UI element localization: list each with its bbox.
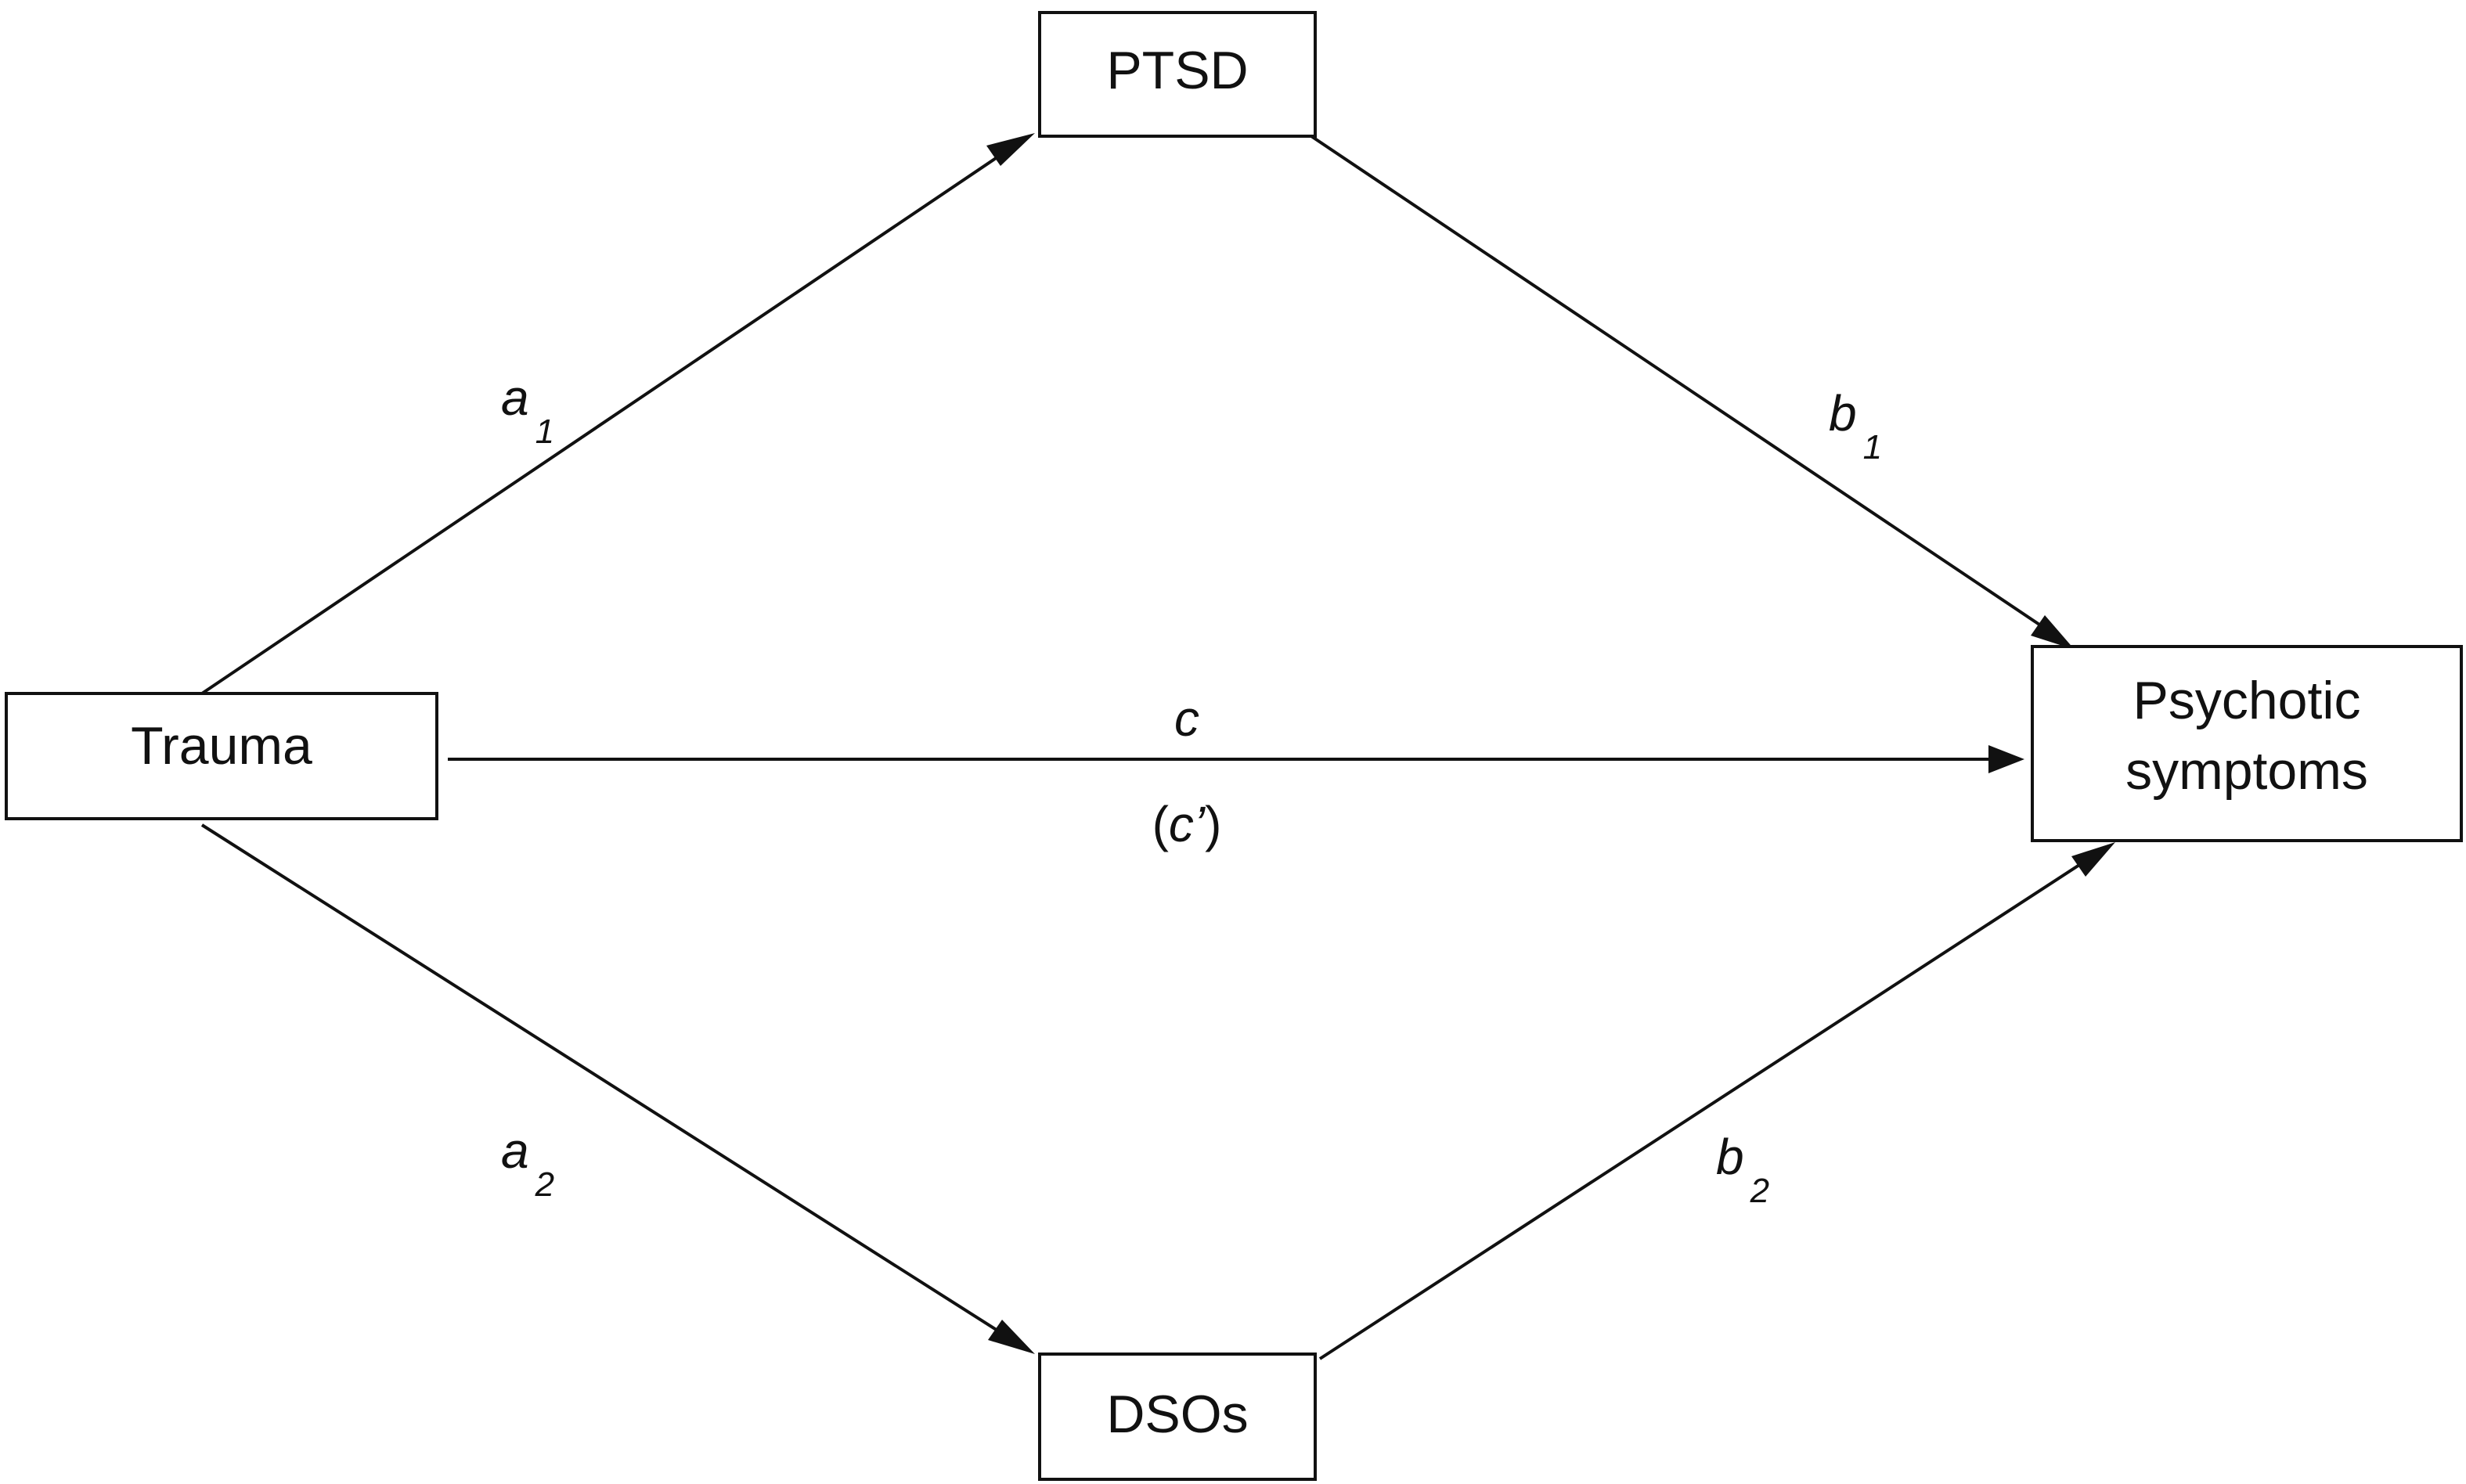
- edge-label-c: c: [1174, 690, 1199, 747]
- edge-trauma-to-dsos: [200, 823, 1035, 1354]
- node-ptsd-label: PTSD: [1106, 41, 1248, 100]
- edge-label-a1-subscript: 1: [535, 412, 554, 451]
- node-trauma-label: Trauma: [131, 716, 312, 776]
- edge-label-b2-subscript: 2: [1750, 1172, 1769, 1210]
- edge-label-a1-letter: a: [501, 369, 529, 426]
- node-psychotic-line2: symptoms: [2125, 741, 2368, 801]
- edge-ptsd-to-psychotic: [1307, 133, 2075, 650]
- edge-label-a2-subscript: 2: [535, 1165, 554, 1204]
- node-trauma: Trauma: [5, 692, 438, 820]
- edge-label-c-prime-close: ): [1205, 796, 1221, 852]
- edge-trauma-to-psychotic: [448, 745, 2024, 773]
- edge-label-a1: a1: [501, 369, 554, 451]
- edge-label-c-prime-inner: c’: [1169, 796, 1206, 852]
- edge-dsos-to-psychotic: [1318, 842, 2115, 1360]
- edge-label-b1-letter: b: [1829, 385, 1857, 441]
- node-ptsd: PTSD: [1038, 11, 1317, 138]
- edge-label-c-prime-open: (: [1152, 796, 1169, 852]
- edge-label-a2: a2: [501, 1122, 554, 1204]
- edge-label-a2-letter: a: [501, 1122, 529, 1179]
- node-dsos-label: DSOs: [1106, 1385, 1248, 1444]
- edge-label-c-letter: c: [1174, 690, 1199, 747]
- edge-label-c-prime: (c’): [1152, 796, 1222, 852]
- edge-trauma-to-ptsd: [200, 133, 1035, 695]
- edge-label-b1-subscript: 1: [1863, 428, 1882, 466]
- edge-label-b1: b1: [1829, 385, 1882, 466]
- node-psychotic-line1: Psychotic: [2133, 671, 2361, 730]
- node-psychotic-symptoms: Psychotic symptoms: [2031, 645, 2463, 842]
- node-dsos: DSOs: [1038, 1353, 1317, 1481]
- edge-label-b2: b2: [1716, 1129, 1769, 1210]
- edge-label-b2-letter: b: [1716, 1129, 1744, 1185]
